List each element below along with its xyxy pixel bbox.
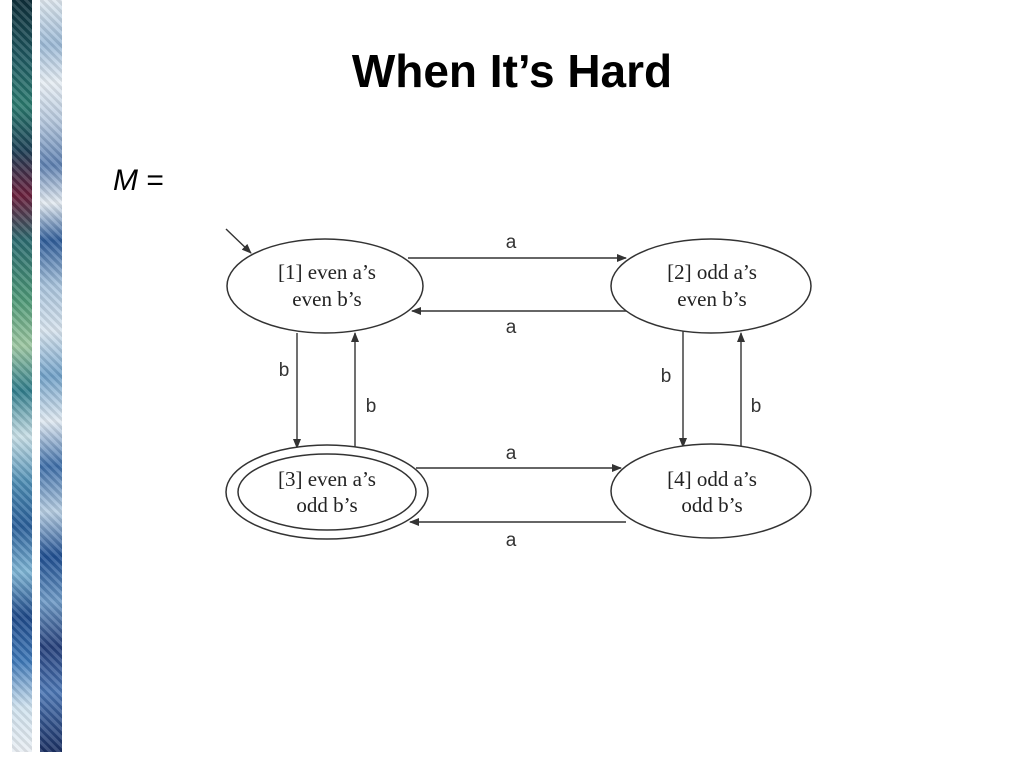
- transition-1-to-3-label: b: [279, 360, 290, 381]
- decorative-stripe-left: [12, 0, 32, 752]
- state-1-line-2: even b’s: [292, 287, 361, 311]
- transition-3-to-1-label: b: [366, 396, 377, 417]
- state-3: [3] even a’s odd b’s: [225, 444, 429, 540]
- slide-title: When It’s Hard: [351, 45, 673, 97]
- state-4-ellipse: [610, 443, 812, 539]
- state-2-line-1: [2] odd a’s: [667, 260, 757, 284]
- state-2-ellipse: [610, 238, 812, 334]
- transition-3-to-4-label: a: [506, 443, 517, 464]
- state-1: [1] even a’s even b’s: [226, 238, 424, 334]
- transition-1-to-2-label: a: [506, 232, 517, 253]
- transition-2-to-1-label: a: [506, 317, 517, 338]
- state-4-line-2: odd b’s: [681, 493, 742, 517]
- state-3-line-1: [3] even a’s: [278, 467, 376, 491]
- state-3-inner-ellipse: [237, 453, 417, 531]
- state-1-line-1: [1] even a’s: [278, 260, 376, 284]
- state-4-line-1: [4] odd a’s: [667, 467, 757, 491]
- state-2: [2] odd a’s even b’s: [610, 238, 812, 334]
- equals-sign: =: [138, 164, 164, 197]
- transition-2-to-4-label: b: [661, 366, 672, 387]
- state-1-ellipse: [226, 238, 424, 334]
- state-4: [4] odd a’s odd b’s: [610, 443, 812, 539]
- transition-4-to-2-label: b: [751, 396, 762, 417]
- state-3-line-2: odd b’s: [296, 493, 357, 517]
- machine-variable: M: [113, 164, 138, 197]
- decorative-stripe-right: [40, 0, 62, 752]
- transition-4-to-3-label: a: [506, 530, 517, 551]
- machine-label: M =: [113, 164, 164, 198]
- start-arrow: [225, 228, 252, 254]
- state-2-line-2: even b’s: [677, 287, 746, 311]
